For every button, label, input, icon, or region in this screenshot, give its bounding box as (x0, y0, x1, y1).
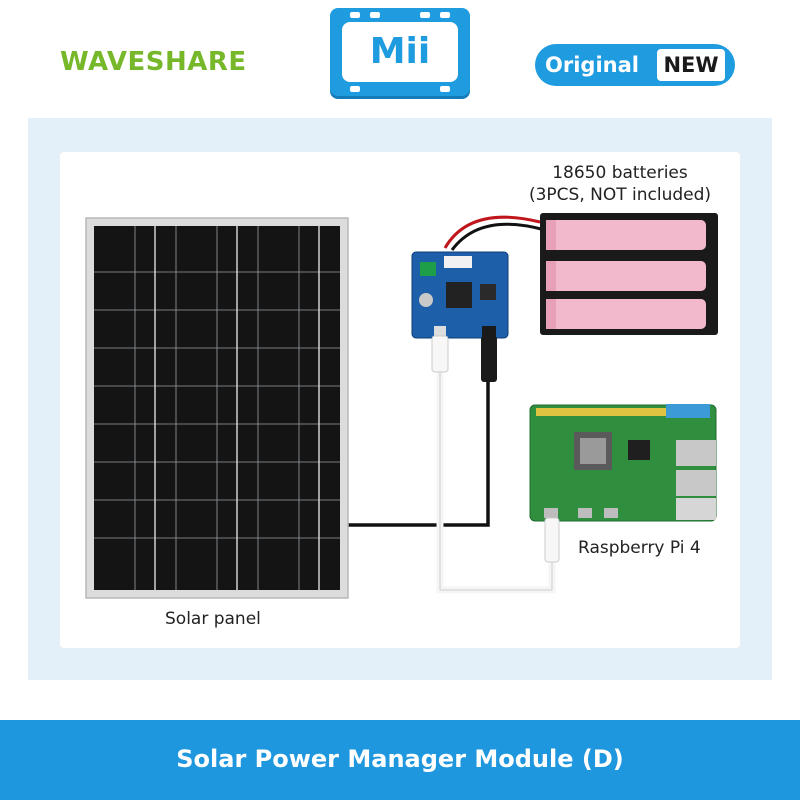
module-terminal (420, 262, 436, 276)
dc-plug (481, 336, 497, 382)
module-usb-port (434, 326, 446, 336)
solar-panel-label: Solar panel (165, 609, 261, 629)
badge-pin-icon (350, 86, 360, 92)
product-title: Solar Power Manager Module (D) (176, 745, 624, 773)
new-box: NEW (657, 49, 725, 81)
solar-panel-busbars (154, 226, 320, 590)
battery (546, 299, 706, 329)
module-connector (444, 256, 472, 268)
brand-logo: WAVESHARE (60, 47, 247, 77)
module-dc-jack (482, 326, 496, 338)
badge-pin-icon (420, 12, 430, 18)
mii-badge-text: Mii (369, 31, 431, 72)
badge-pin-icon (440, 86, 450, 92)
badge-pin-icon (440, 12, 450, 18)
battery-cap (546, 220, 556, 250)
module-inductor (446, 282, 472, 308)
solar-power-manager-module (411, 251, 509, 382)
module-capacitor (419, 293, 433, 307)
battery-red-wire (443, 215, 541, 249)
battery-cap (546, 299, 556, 329)
pi-gpio-header (536, 408, 670, 416)
dc-cable (348, 350, 490, 527)
pi-usbc-port (544, 508, 558, 518)
pi-soc-shield (580, 438, 606, 464)
cables (348, 215, 556, 594)
pi-hdmi-port (578, 508, 592, 518)
solar-panel (85, 217, 349, 599)
usbc-plug (544, 517, 560, 563)
solar-panel-grid (94, 226, 340, 590)
usb-cable-edge (439, 330, 553, 591)
batteries-note-label: (3PCS, NOT included) (528, 185, 712, 205)
raspberry-pi-label: Raspberry Pi 4 (578, 538, 701, 558)
usb-plug (431, 335, 449, 373)
battery-black-wire (450, 222, 546, 251)
batteries (546, 220, 706, 329)
battery-cap (546, 261, 556, 291)
raspberry-pi-board (529, 404, 717, 563)
pi-hdmi-port (604, 508, 618, 518)
badge-pin-icon (370, 12, 380, 18)
pi-usb-ports (676, 470, 716, 496)
mii-badge: Mii (330, 8, 470, 96)
battery-holder (540, 213, 718, 335)
pi-label-sticker (666, 404, 710, 418)
pi-ram (628, 440, 650, 460)
battery (546, 261, 706, 291)
new-label: NEW (663, 53, 719, 77)
badge-pin-icon (350, 12, 360, 18)
pi-ethernet-port (676, 498, 716, 520)
original-label: Original (545, 53, 639, 77)
mii-badge-inner: Mii (342, 22, 458, 82)
original-new-badge: Original NEW (535, 44, 735, 86)
battery (546, 220, 706, 250)
pi-usb-ports (676, 440, 716, 466)
footer-banner: Solar Power Manager Module (D) (0, 720, 800, 800)
module-chip (480, 284, 496, 300)
batteries-label: 18650 batteries (552, 163, 688, 183)
